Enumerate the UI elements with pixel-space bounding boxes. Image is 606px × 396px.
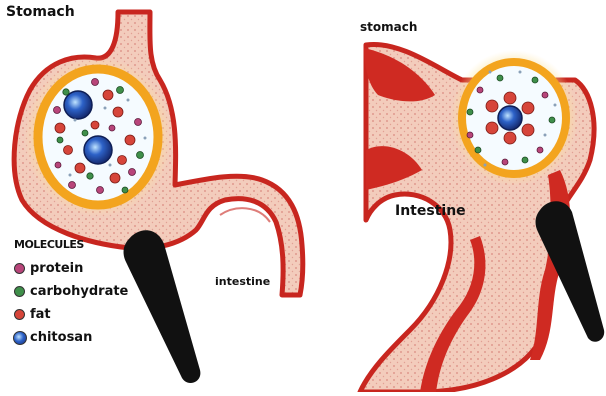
stomach-label: Stomach <box>6 4 75 20</box>
fat-dot-icon <box>14 309 25 320</box>
left-capsule <box>24 57 172 217</box>
legend-item-fat: fat <box>14 303 128 326</box>
molecule-legend: MOLECULES protein carbohydrate fat chito… <box>14 238 128 349</box>
stomach-label-right: stomach <box>360 20 417 34</box>
legend-label: carbohydrate <box>30 284 128 299</box>
legend-item-chitosan: chitosan <box>14 326 128 349</box>
chitosan-dot-icon <box>13 331 27 345</box>
legend-item-protein: protein <box>14 257 128 280</box>
legend-label: fat <box>30 307 51 322</box>
carbohydrate-dot-icon <box>14 286 25 297</box>
protein-dot-icon <box>14 263 25 274</box>
chitosan-molecule <box>64 91 92 119</box>
left-probe <box>124 230 201 383</box>
intestine-label-right: Intestine <box>395 203 466 219</box>
intestine-label: intestine <box>215 275 270 288</box>
legend-item-carbohydrate: carbohydrate <box>14 280 128 303</box>
legend-label: chitosan <box>30 330 92 345</box>
legend-label: protein <box>30 261 83 276</box>
legend-title: MOLECULES <box>14 238 128 251</box>
chitosan-molecule <box>498 106 522 130</box>
right-capsule <box>450 50 578 186</box>
chitosan-molecule <box>84 136 112 164</box>
